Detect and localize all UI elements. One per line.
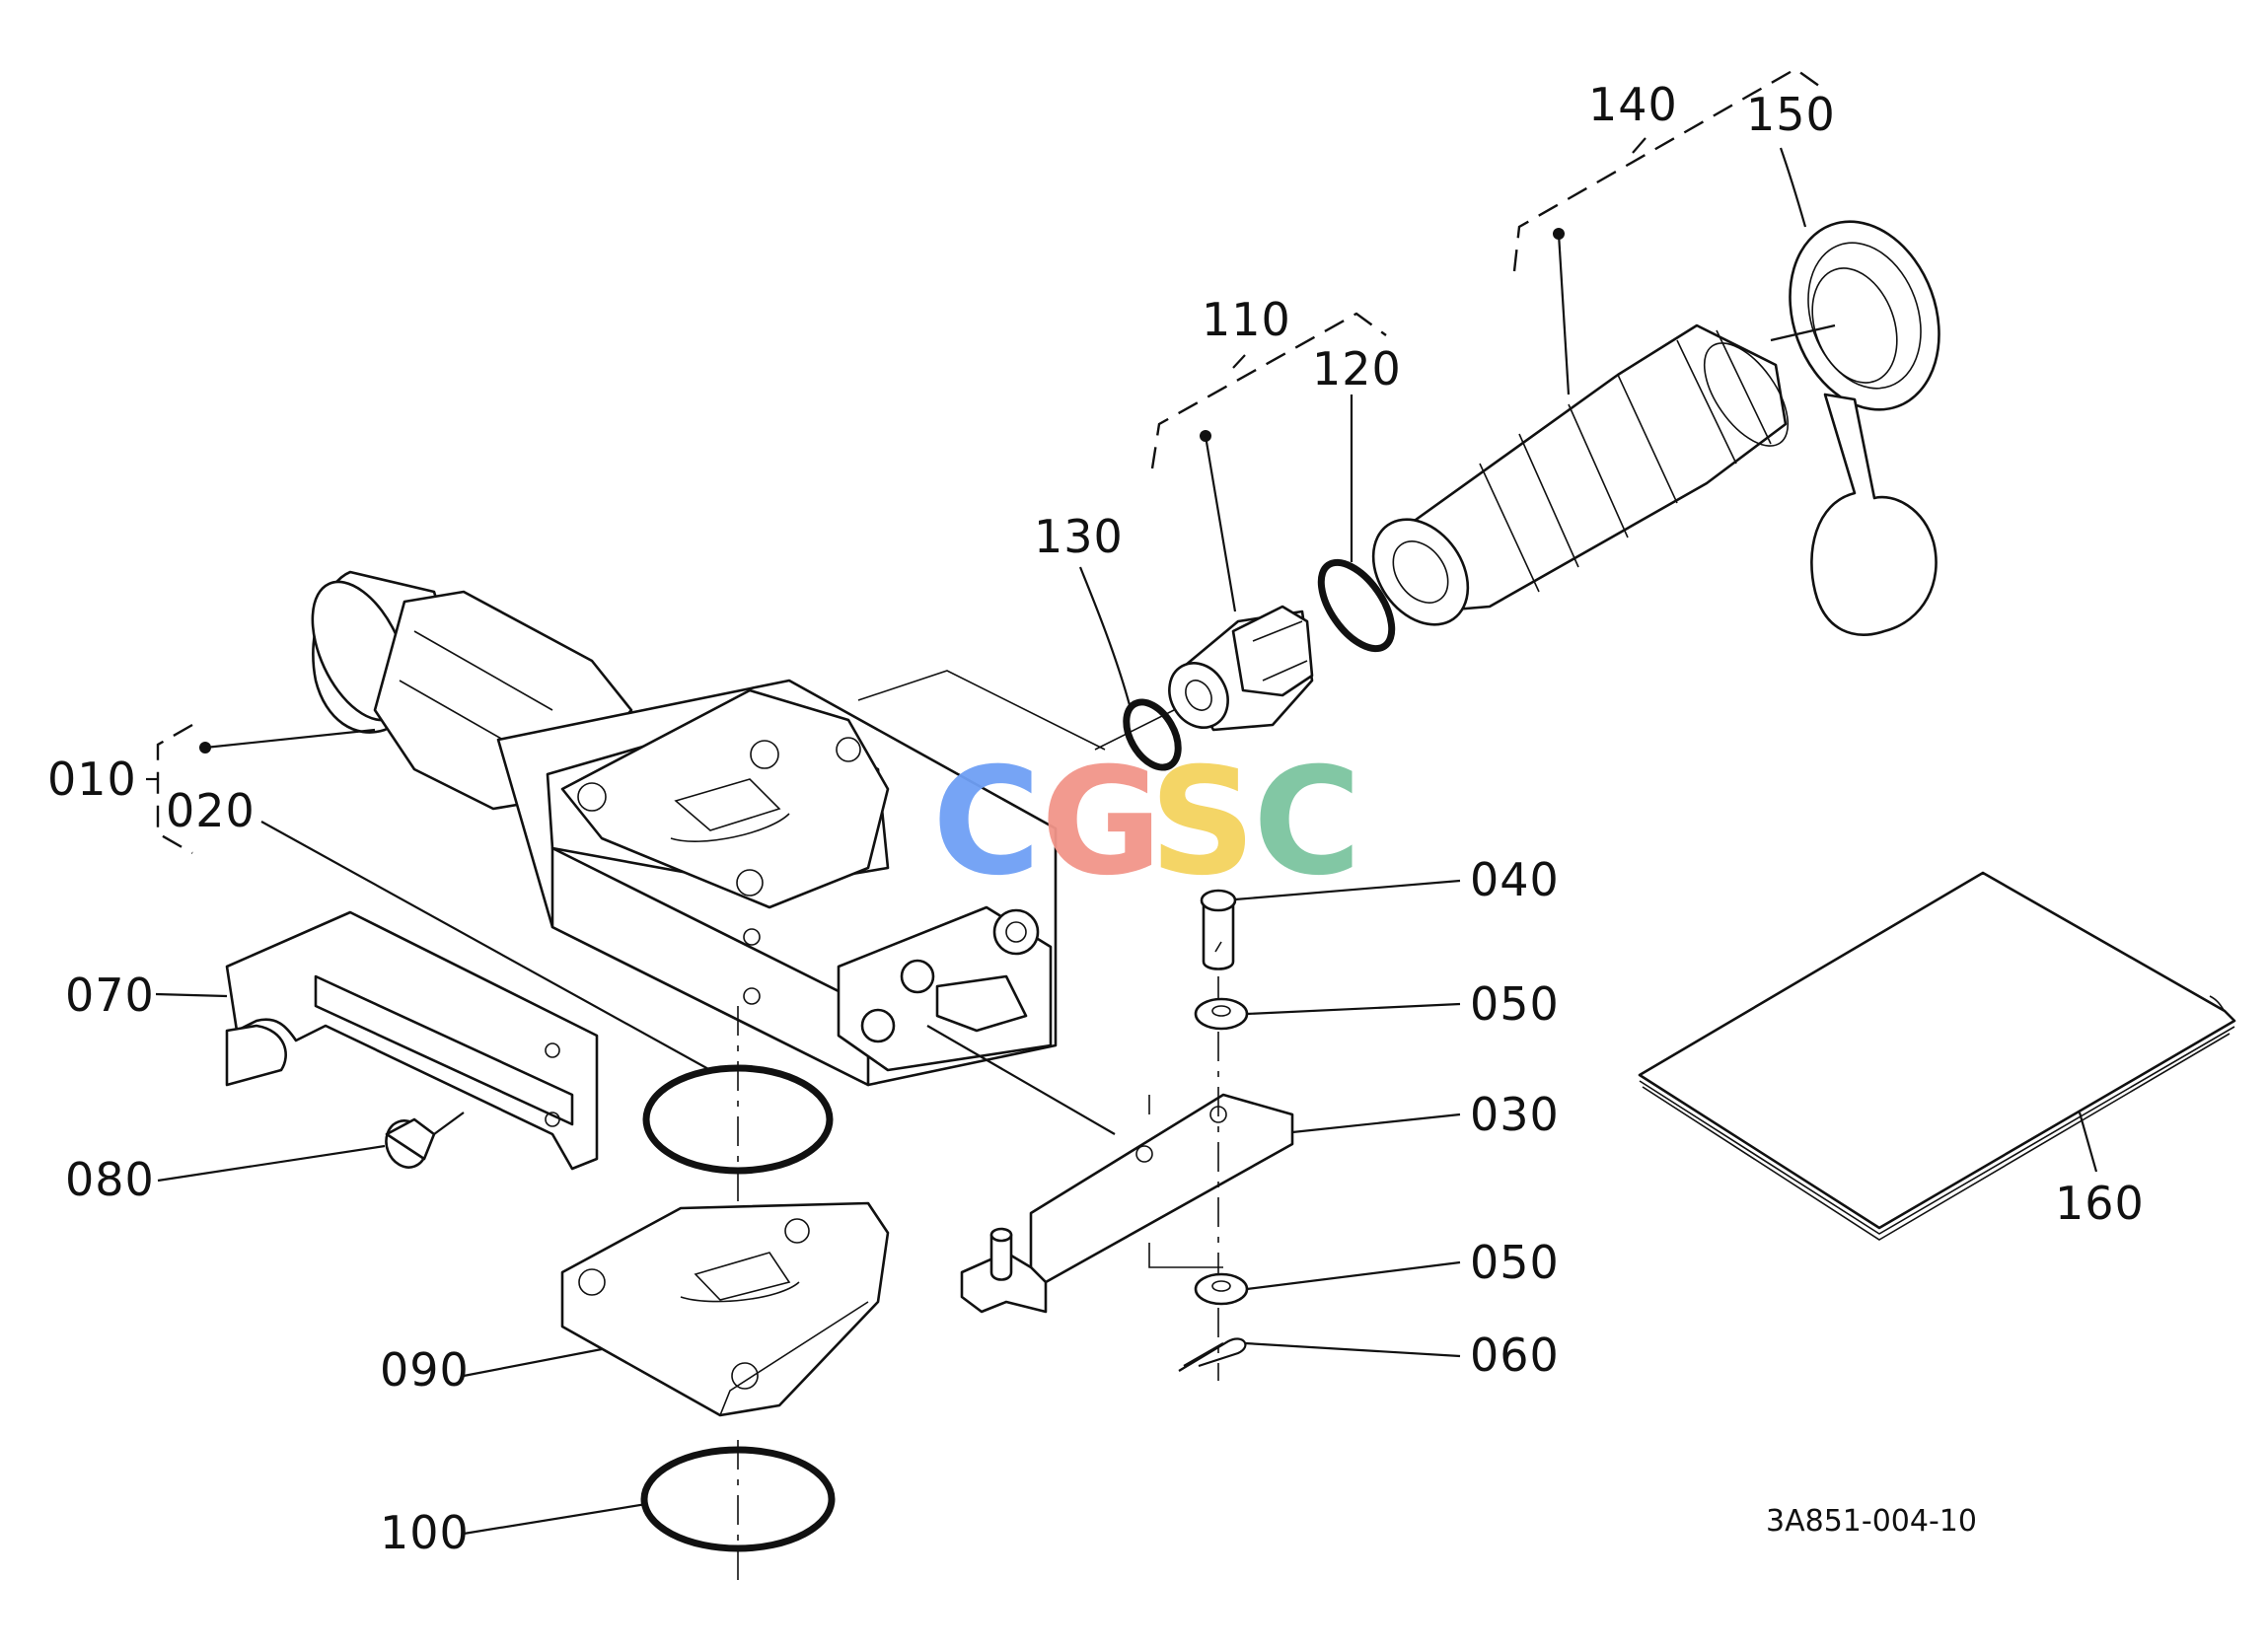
leader-060 (1244, 1341, 1461, 1358)
leader-030 (1291, 1113, 1461, 1134)
label-110: 110 (1202, 293, 1291, 346)
leader-040 (1234, 879, 1461, 901)
bracket-010 (146, 723, 376, 855)
dust-cap-150 (1770, 220, 1940, 636)
control-valve-assembly (311, 570, 1106, 1087)
leader-140 (1632, 137, 1646, 154)
label-080: 080 (65, 1153, 155, 1206)
leader-020 (260, 821, 711, 1071)
mounting-bracket-070 (225, 910, 599, 1171)
o-ring-120 (1317, 558, 1396, 653)
washer-050-lower (1194, 1272, 1249, 1306)
label-090: 090 (380, 1343, 470, 1397)
drawing-code: 3A851-004-10 (1766, 1504, 1977, 1539)
leader-110 (1232, 354, 1246, 369)
label-070: 070 (65, 969, 155, 1022)
guide-lines-030 (1148, 1095, 1223, 1268)
washer-050-upper (1194, 997, 1249, 1031)
bolt-080 (385, 1112, 465, 1169)
label-160: 160 (2055, 1177, 2145, 1230)
label-150: 150 (1746, 88, 1836, 141)
label-060: 060 (1470, 1328, 1560, 1382)
bracket-110 (1150, 312, 1387, 469)
leader-070 (155, 992, 228, 998)
watermark-letter-4: C (1253, 737, 1361, 908)
leader-080 (157, 1144, 386, 1183)
label-010: 010 (47, 753, 137, 806)
label-120: 120 (1312, 342, 1402, 395)
leader-130 (1078, 566, 1132, 706)
leader-050-upper (1246, 1002, 1461, 1016)
watermark-letter-2: G (1041, 737, 1162, 908)
link-rod (926, 1025, 1116, 1135)
watermark-letter-3: S (1149, 737, 1256, 908)
label-140: 140 (1588, 78, 1678, 131)
label-040: 040 (1470, 853, 1560, 906)
quick-coupler-140 (1371, 323, 1790, 626)
label-050-upper: 050 (1470, 977, 1560, 1031)
label-050-lower: 050 (1470, 1236, 1560, 1289)
adaptor-110 (1168, 605, 1314, 732)
o-ring-130 (1123, 698, 1182, 771)
label-130: 130 (1034, 510, 1124, 563)
label-100: 100 (380, 1506, 470, 1559)
bracket-140 (1512, 67, 1824, 272)
watermark-logo: C G S C (932, 737, 1361, 908)
lever-plate-030 (960, 1093, 1294, 1314)
label-030: 030 (1470, 1088, 1560, 1141)
leader-150 (1779, 147, 1807, 228)
cotter-pin-060 (1178, 1337, 1247, 1372)
leader-050-lower (1246, 1260, 1461, 1291)
cover-plate-090 (560, 1201, 890, 1417)
watermark-letter-1: C (932, 737, 1041, 908)
leader-140-dot (1557, 233, 1571, 395)
instruction-manual-160 (1638, 871, 2236, 1241)
leader-110-dot (1204, 435, 1237, 612)
leader-090 (463, 1347, 603, 1378)
label-020: 020 (166, 784, 256, 837)
pin-040 (1200, 889, 1237, 970)
leader-160 (2078, 1112, 2098, 1173)
leader-100 (463, 1502, 647, 1536)
